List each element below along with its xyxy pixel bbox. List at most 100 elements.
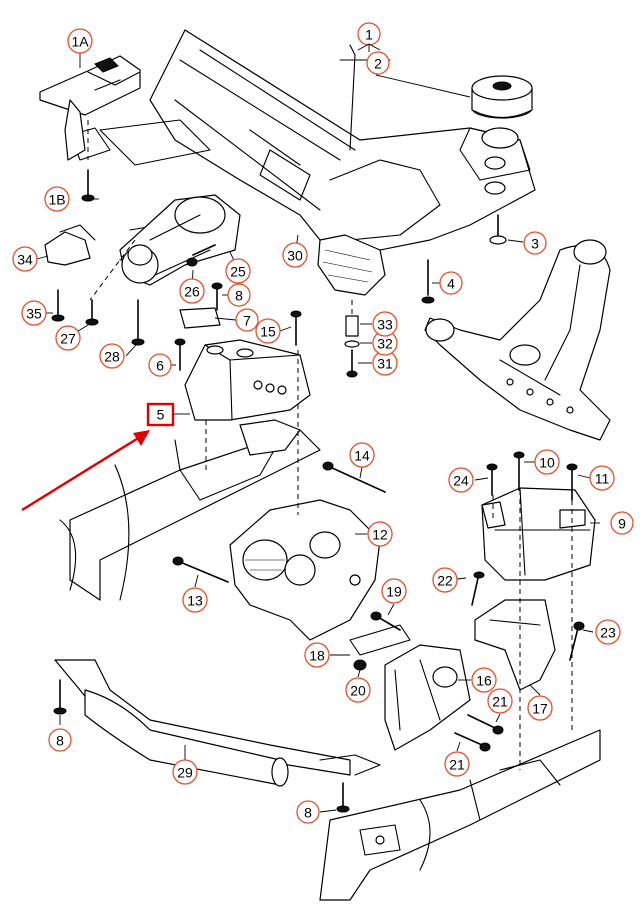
callout-29[interactable]: 29 [172,759,198,785]
highlight-label: 5 [157,407,165,423]
callout-number: 25 [230,264,246,280]
rubber-bushing [471,75,533,119]
callout-circle [349,442,375,468]
callout-circle [372,311,398,337]
callout-circle [448,467,474,493]
callout-number: 1 [365,27,373,43]
callout-number: 33 [377,317,393,333]
callout-number: 17 [532,701,548,717]
callout-27[interactable]: 27 [55,325,81,351]
callout-circle [44,186,70,212]
gearbox-support [229,499,381,641]
callout-9[interactable]: 9 [610,511,634,535]
callout-number: 27 [60,331,76,347]
callout-circle [589,465,615,491]
callout-circle [225,258,251,284]
callout-number: 15 [260,324,276,340]
callout-circle [367,521,393,547]
callout-circle [595,619,621,645]
callout-number: 16 [476,673,492,689]
callout-26[interactable]: 26 [179,278,205,304]
callout-circle [255,318,281,344]
callout-circle [366,51,390,75]
callout-circle [610,511,634,535]
callout-circle [172,759,198,785]
callout-circle [21,300,47,326]
callout-20[interactable]: 20 [345,677,371,703]
callout-circle [148,353,172,377]
callout-1b[interactable]: 1B [44,186,70,212]
callout-circle [67,28,93,54]
callout-circle [12,246,38,272]
callout-1[interactable]: 1 [357,22,381,46]
callout-circle [534,449,560,475]
callout-14[interactable]: 14 [349,442,375,468]
highlight-arrow [21,430,150,512]
callout-1a[interactable]: 1A [67,28,93,54]
bracket-1a [39,55,141,161]
callout-number: 20 [350,683,366,699]
callout-number: 28 [104,349,120,365]
callout-21a[interactable]: 21 [487,688,513,714]
callout-34[interactable]: 34 [12,246,38,272]
callout-circle [99,343,125,369]
highlight-box-part-5[interactable]: 5 [146,402,175,427]
callout-circle [179,278,205,304]
callout-13[interactable]: 13 [182,587,208,613]
callout-circle [296,800,320,824]
callout-8c[interactable]: 8 [296,800,320,824]
callout-35[interactable]: 35 [21,300,47,326]
callout-number: 26 [184,284,200,300]
callout-number: 8 [56,733,64,749]
bolts [51,169,585,813]
callout-number: 10 [539,455,555,471]
callout-21b[interactable]: 21 [444,751,470,777]
callout-16[interactable]: 16 [471,667,497,693]
callout-number: 8 [304,805,312,821]
callout-number: 24 [453,473,469,489]
callout-number: 1B [48,192,65,208]
callout-11[interactable]: 11 [589,465,615,491]
callout-number: 35 [26,306,42,322]
callout-circle [227,283,251,307]
callout-number: 21 [449,757,465,773]
callout-8b[interactable]: 8 [48,728,72,752]
callout-31[interactable]: 31 [372,350,398,376]
callout-30[interactable]: 30 [282,242,308,268]
callout-22[interactable]: 22 [432,567,458,593]
control-arm [424,239,611,441]
callout-2[interactable]: 2 [366,51,390,75]
callout-number: 23 [600,625,616,641]
callout-17[interactable]: 17 [527,695,553,721]
callout-6[interactable]: 6 [148,353,172,377]
callout-8a[interactable]: 8 [227,283,251,307]
frame-rail-lower [319,729,601,901]
callout-number: 31 [377,356,393,372]
callout-3[interactable]: 3 [523,231,547,255]
callout-circle [282,242,308,268]
callout-7[interactable]: 7 [235,308,259,332]
callout-number: 14 [354,448,370,464]
callout-18[interactable]: 18 [304,642,330,668]
callout-number: 11 [595,471,610,487]
callout-circle [48,728,72,752]
callout-1-caret [357,43,381,51]
callout-33[interactable]: 33 [372,311,398,337]
callout-number: 32 [377,336,393,352]
callout-24[interactable]: 24 [448,467,474,493]
callout-15[interactable]: 15 [255,318,281,344]
callout-4[interactable]: 4 [439,271,463,295]
callout-23[interactable]: 23 [595,619,621,645]
frame-rail-left [59,419,321,601]
callout-circle [523,231,547,255]
callout-number: 21 [492,694,508,710]
callout-number: 13 [187,593,203,609]
callout-19[interactable]: 19 [381,578,407,604]
callout-circle [444,751,470,777]
callout-number: 2 [374,56,382,72]
callout-12[interactable]: 12 [367,521,393,547]
callout-10[interactable]: 10 [534,449,560,475]
engine-mount-5 [179,307,311,421]
callout-28[interactable]: 28 [99,343,125,369]
callout-25[interactable]: 25 [225,258,251,284]
